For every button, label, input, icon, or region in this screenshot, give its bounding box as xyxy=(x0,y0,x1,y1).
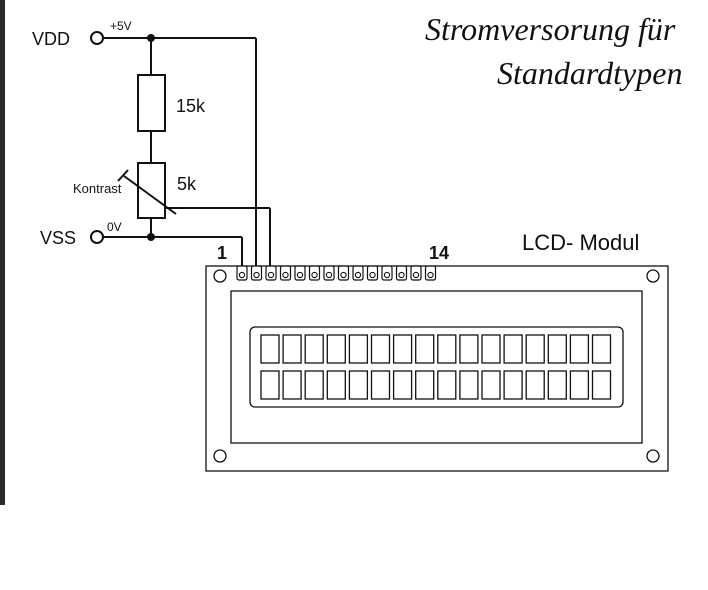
lcd-pin xyxy=(410,265,422,281)
lcd-pin xyxy=(395,265,408,281)
lcd-character-cell xyxy=(481,370,501,400)
wiper-wire xyxy=(165,207,271,266)
lcd-character-cell xyxy=(591,370,612,400)
lcd-character-cell xyxy=(547,370,567,400)
lcd-character-cell xyxy=(326,370,346,400)
mount-hole-top-right xyxy=(646,269,660,283)
mount-hole-bottom-right xyxy=(646,449,660,463)
mount-hole-top-left xyxy=(213,269,227,283)
lcd-character-cell xyxy=(525,334,545,364)
lcd-character-cell xyxy=(437,370,457,400)
lcd-pin xyxy=(265,265,277,281)
lcd-pin xyxy=(381,265,393,281)
lcd-character-cell xyxy=(459,334,479,364)
potentiometer-5k xyxy=(137,162,166,219)
lcd-character-cell xyxy=(304,334,324,364)
lcd-character-cell xyxy=(260,370,280,400)
mount-hole-bottom-left xyxy=(213,449,227,463)
lcd-character-cell xyxy=(569,370,590,400)
page-edge-bar xyxy=(0,0,5,505)
lcd-character-cell xyxy=(591,334,612,364)
lcd-character-cell xyxy=(481,334,501,364)
lcd-character-cell xyxy=(569,334,590,364)
vss-voltage-label: 0V xyxy=(107,220,122,234)
lcd-outer-board xyxy=(205,265,669,472)
lcd-character-cell xyxy=(370,334,391,364)
lcd-module xyxy=(205,265,669,472)
lcd-character-cell xyxy=(525,370,545,400)
lcd-character-cell xyxy=(459,370,479,400)
lcd-character-grid xyxy=(260,334,612,400)
pin-1-label: 1 xyxy=(217,243,227,263)
lcd-pin xyxy=(424,265,437,281)
lcd-character-cell xyxy=(260,334,280,364)
lcd-character-cell xyxy=(503,334,523,364)
lcd-pin xyxy=(294,265,306,281)
vdd-voltage-label: +5V xyxy=(110,19,132,33)
resistor-15k-label: 15k xyxy=(176,96,206,116)
lcd-pin xyxy=(352,265,364,281)
potentiometer-5k-label: 5k xyxy=(177,174,197,194)
lcd-character-cell xyxy=(547,334,567,364)
title-line-2: Standardtypen xyxy=(497,55,682,91)
lcd-module-label: LCD- Modul xyxy=(522,230,639,255)
vdd-terminal xyxy=(90,31,104,45)
vss-terminal xyxy=(90,230,104,244)
lcd-character-cell xyxy=(304,370,324,400)
lcd-pin xyxy=(236,265,248,281)
lcd-character-cell xyxy=(348,370,369,400)
lcd-pin xyxy=(366,265,379,281)
lcd-character-cell xyxy=(348,334,369,364)
vss-label: VSS xyxy=(40,228,76,248)
lcd-pin xyxy=(250,265,263,281)
lcd-pin xyxy=(323,265,335,281)
lcd-pin-header xyxy=(236,265,437,281)
lcd-character-cell xyxy=(392,370,413,400)
pin-14-label: 14 xyxy=(429,243,449,263)
lcd-frame xyxy=(230,290,643,444)
title-line-1: Stromversorung für xyxy=(425,11,676,47)
vdd-rail xyxy=(103,34,257,266)
lcd-pin xyxy=(279,265,292,281)
lcd-character-cell xyxy=(415,370,435,400)
lcd-character-cell xyxy=(392,334,413,364)
lcd-character-cell xyxy=(437,334,457,364)
lcd-character-cell xyxy=(370,370,391,400)
lcd-display-window xyxy=(249,326,624,408)
vdd-label: VDD xyxy=(32,29,70,49)
resistor-15k xyxy=(137,74,166,132)
kontrast-label: Kontrast xyxy=(73,181,122,196)
lcd-character-cell xyxy=(326,334,346,364)
lcd-character-cell xyxy=(282,334,302,364)
lcd-character-cell xyxy=(282,370,302,400)
lcd-pin xyxy=(308,265,321,281)
lcd-character-cell xyxy=(415,334,435,364)
lcd-character-cell xyxy=(503,370,523,400)
lcd-pin xyxy=(337,265,350,281)
